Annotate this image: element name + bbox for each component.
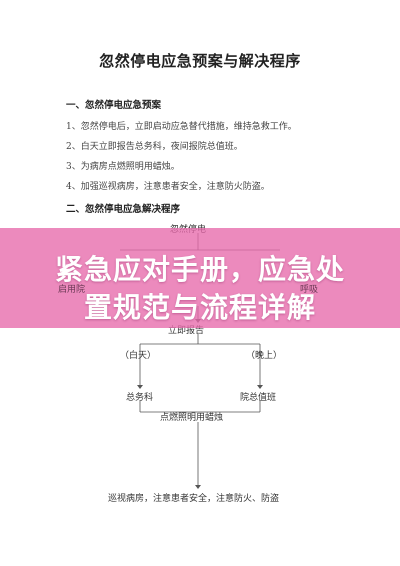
flow-node-duty-officer: 院总值班 — [240, 393, 277, 403]
flow-label-day: （白天） — [120, 351, 157, 361]
list-item: 2、白天立即报告总务科，夜间报院总值班。 — [66, 142, 243, 152]
flow-node-candles: 点燃照明用蜡烛 — [160, 413, 224, 423]
list-item: 4、加强巡视病房，注意患者安全，注意防火防盗。 — [66, 182, 270, 192]
flow-node-report: 立即报告 — [168, 326, 205, 336]
section-heading-procedure: 二、忽然停电应急解决程序 — [66, 204, 181, 215]
list-item: 3、为病房点燃照明用蜡烛。 — [66, 162, 180, 172]
section-heading-plan: 一、忽然停电应急预案 — [66, 100, 162, 111]
flow-node-patrol: 巡视病房，注意患者安全，注意防火、防盗 — [108, 494, 280, 504]
flow-node-partial-right: 呼吸 — [300, 285, 319, 295]
flow-node-general-affairs: 总务科 — [126, 393, 154, 403]
title-banner: 启用院 呼吸 紧急应对手册，应急处 置规范与流程详解 — [0, 228, 400, 328]
document-title: 忽然停电应急预案与解决程序 — [99, 52, 301, 70]
banner-title-line-1: 紧急应对手册，应急处 — [54, 253, 345, 286]
arrowhead — [195, 485, 201, 489]
list-item: 1、忽然停电后，立即启动应急替代措施，维持急救工作。 — [66, 122, 297, 132]
arrowhead — [257, 385, 263, 389]
arrowhead — [137, 385, 143, 389]
flow-label-night: （晚上） — [246, 351, 283, 361]
banner-title-line-2: 置规范与流程详解 — [83, 291, 316, 324]
flow-node-partial-left: 启用院 — [58, 285, 86, 295]
